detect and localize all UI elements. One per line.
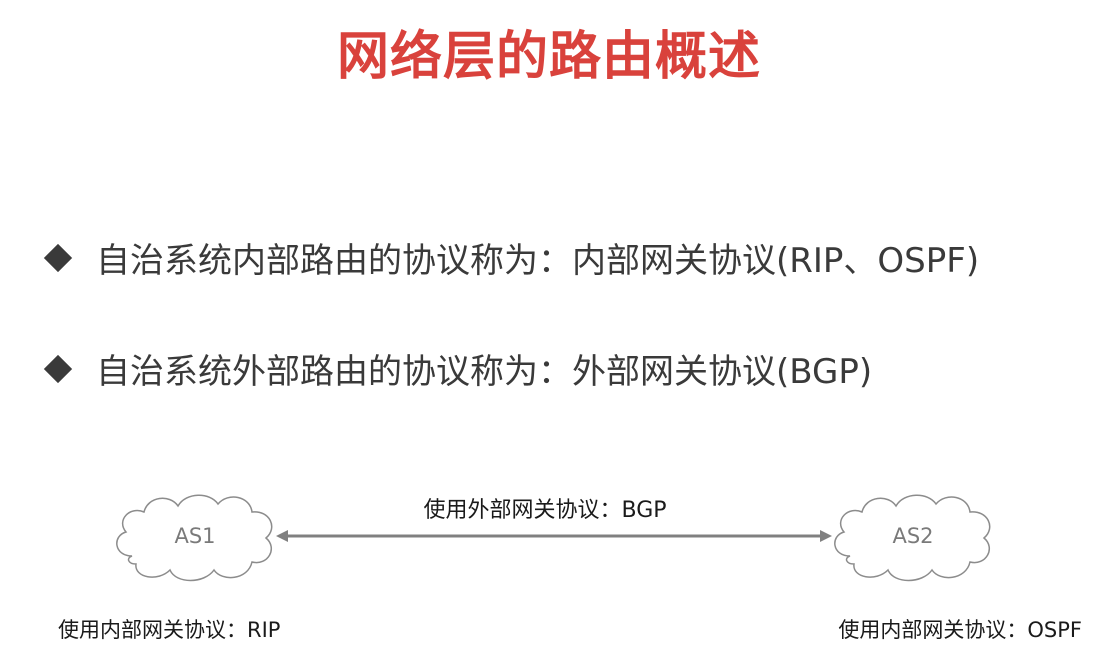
as2-protocol-label: 使用内部网关协议：OSPF bbox=[838, 618, 1082, 642]
cloud-icon bbox=[116, 494, 273, 582]
bgp-link-arrow bbox=[276, 530, 832, 542]
as1-protocol-label: 使用内部网关协议：RIP bbox=[58, 618, 281, 642]
bgp-link-label: 使用外部网关协议：BGP bbox=[423, 498, 667, 523]
diamond-bullet-icon bbox=[43, 243, 73, 272]
as2-cloud: AS2 bbox=[828, 486, 998, 586]
as2-label: AS2 bbox=[892, 524, 934, 548]
bullet-interior-protocols: 自治系统内部路由的协议称为：内部网关协议(RIP、OSPF) bbox=[43, 233, 980, 282]
as-routing-diagram: AS1 使用外部网关协议：BGP AS2 使用内部网关协议：RIP 使用内部网关… bbox=[0, 470, 1098, 668]
bullet-text: 自治系统内部路由的协议称为：内部网关协议(RIP、OSPF) bbox=[96, 241, 980, 281]
page-title: 网络层的路由概述 bbox=[336, 27, 761, 87]
cloud-icon bbox=[834, 494, 991, 582]
diamond-bullet-icon bbox=[43, 354, 73, 383]
as1-cloud: AS1 bbox=[110, 486, 280, 586]
bullet-exterior-protocols: 自治系统外部路由的协议称为：外部网关协议(BGP) bbox=[43, 344, 873, 393]
as1-label: AS1 bbox=[174, 524, 216, 548]
bullet-text: 自治系统外部路由的协议称为：外部网关协议(BGP) bbox=[96, 352, 873, 392]
